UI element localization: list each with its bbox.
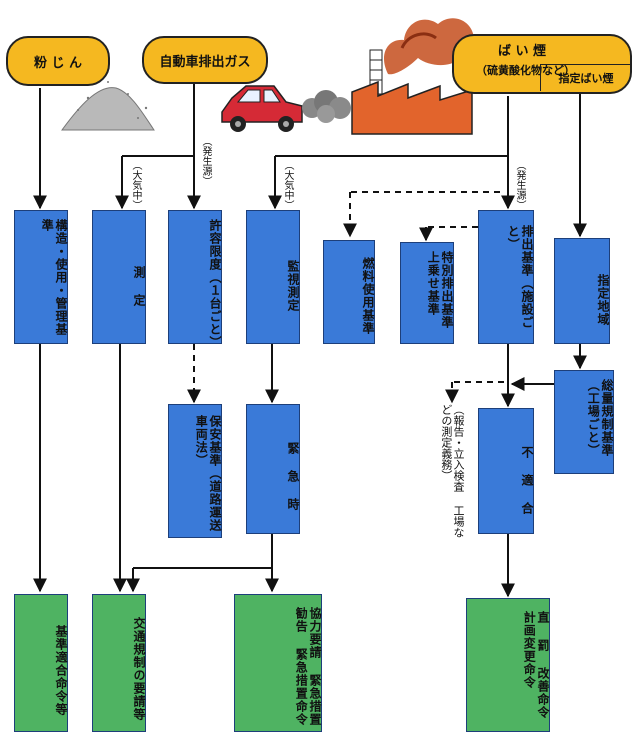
box-emergency-measures: 協力要請 緊急措置勧告 緊急措置命令	[234, 594, 322, 732]
box-total-label: 総量規制基準（工場ごと）	[586, 379, 614, 457]
box-security-standard: 保安基準（道路運送車両法）	[168, 404, 222, 538]
source-dust: 粉 じ ん	[6, 36, 110, 86]
annotation-report: （報告・立入検査 工場などの測定義務）	[439, 404, 465, 538]
box-structure-label: 構造・使用・管理基準	[40, 219, 68, 336]
source-smoke-label: ば い 煙	[498, 44, 547, 59]
box-monitor-label: 監視測定	[286, 260, 300, 312]
box-compliance-label: 基準適合命令等	[54, 624, 68, 716]
box-emergency: 緊 急 時	[246, 404, 300, 534]
box-cooperation-label: 協力要請 緊急措置勧告 緊急措置命令	[294, 607, 322, 726]
exhaust-cloud-icon	[302, 90, 351, 123]
dust-pile-icon	[61, 81, 155, 131]
box-direct-penalty: 直 罰 改善命令 計画変更命令	[466, 598, 550, 732]
box-designated-area: 指定地域	[554, 238, 610, 344]
box-emergency-label: 緊 急 時	[286, 441, 300, 511]
annotation-atmosphere-2: （大気中）	[282, 160, 293, 210]
source-exhaust: 自動車排出ガス	[142, 36, 268, 84]
box-permit-limit: 許容限度（１台ごと）	[168, 210, 222, 349]
box-special-standard: 特別排出基準 上乗せ基準	[400, 242, 454, 344]
box-fuel-standard: 燃料使用基準	[323, 240, 375, 344]
box-direct-label: 直 罰 改善命令 計画変更命令	[522, 611, 550, 719]
car-icon	[221, 85, 303, 132]
box-permit-label: 許容限度（１台ごと）	[208, 219, 222, 349]
annotation-source-2: （発生源）	[514, 160, 525, 210]
annotation-atmosphere-1: （大気中）	[130, 160, 141, 210]
box-measurement: 測 定	[92, 210, 146, 344]
factory-icon	[351, 18, 477, 135]
box-noncompliance: 不 適 合	[478, 408, 534, 534]
box-total-regulation: 総量規制基準（工場ごと）	[554, 370, 614, 474]
source-exhaust-label: 自動車排出ガス	[159, 54, 251, 70]
box-structure-standards: 構造・使用・管理基準	[14, 210, 68, 344]
source-smoke-sub: （硫黄酸化物など）	[476, 64, 575, 77]
box-traffic-request: 交通規制の要請等	[92, 594, 146, 732]
source-smoke: ば い 煙 （硫黄酸化物など） 指定ばい煙	[452, 34, 632, 94]
annotation-source-1: （発生源）	[200, 136, 211, 186]
source-designated-smoke: 指定ばい煙	[540, 64, 631, 91]
box-measure-label: 測 定	[132, 265, 146, 307]
box-special-label: 特別排出基準 上乗せ基準	[426, 251, 454, 329]
box-compliance-order: 基準適合命令等	[14, 594, 68, 732]
box-security-label: 保安基準（道路運送車両法）	[194, 415, 222, 532]
box-traffic-label: 交通規制の要請等	[132, 617, 146, 721]
box-noncompliance-label: 不 適 合	[520, 445, 534, 515]
box-emission-standard: 排出基準（施設ごと）	[478, 210, 534, 344]
box-designated-area-label: 指定地域	[596, 274, 610, 326]
box-monitoring: 監視測定	[246, 210, 300, 344]
source-dust-label: 粉 じ ん	[33, 55, 83, 71]
box-fuel-label: 燃料使用基準	[361, 257, 375, 335]
box-emission-label: 排出基準（施設ごと）	[506, 225, 534, 329]
